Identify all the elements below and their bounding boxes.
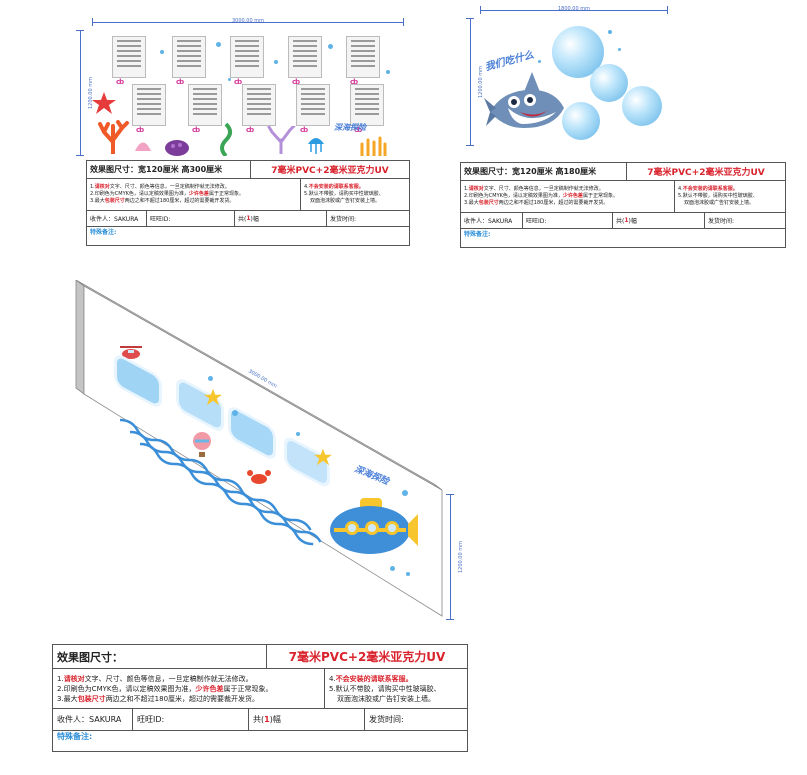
bubble-dot [296,432,300,436]
panel1-artwork: cb cb cb cb cb cb cb cb cb cb 深海探险 [88,30,406,156]
seaweed-icon [220,122,232,156]
receiver-field: 收件人：SAKURA [87,211,147,226]
size-label: 效果图尺寸： [53,645,267,668]
poster-3: cb [230,36,264,86]
panel1-width-dimension: 3000.00 mm [92,18,404,26]
poster-8: cb [242,84,276,134]
panel2-artwork: 我们吃什么 [478,18,668,150]
receiver-field: 收件人：SAKURA [53,709,133,730]
material-label: 7毫米PVC+2毫米亚克力UV [647,168,765,178]
panel3-height-dimension: 1200.00 mm [446,494,465,620]
helicopter-icon [120,346,142,359]
info-table-2: 效果图尺寸：宽120厘米 高180厘米 7毫米PVC+2毫米亚克力UV 1.请核… [460,162,786,248]
poster-7: cb [188,84,222,134]
panel2-width-dimension: 1800.00 mm [480,6,668,14]
info-table-3: 效果图尺寸： 7毫米PVC+2毫米亚克力UV 1.请核对文字、尺寸、颜色等信息，… [52,644,468,752]
poster-1: cb [112,36,146,86]
wangwang-id-field: 旺旺ID: [147,211,235,226]
poster-5: cb [346,36,380,86]
bubble-dot [232,410,238,416]
receiver-field: 收件人：SAKURA [461,213,523,228]
large-bubble [562,102,600,140]
ship-time-field: 发货时间: [708,218,735,225]
notes-left: 1.请核对文字、尺寸、颜色等信息，一旦定稿制作就无法修改。 2.印刷色为CMYK… [461,181,675,212]
notes-left: 1.请核对文字、尺寸、颜色等信息，一旦定稿制作就无法修改。 2.印刷色为CMYK… [53,669,325,708]
poster-2: cb [172,36,206,86]
shark-icon [484,72,564,128]
size-label: 效果图尺寸：宽120厘米 高180厘米 [461,163,627,180]
star-icon [204,388,222,406]
info-table-1: 效果图尺寸：宽120厘米 高300厘米 7毫米PVC+2毫米亚克力UV 1.请核… [86,160,410,246]
wangwang-id-field: 旺旺ID: [133,709,249,730]
material-label: 7毫米PVC+2毫米亚克力UV [288,650,446,664]
anemone-icon [360,136,387,156]
poster-6: cb [132,84,166,134]
star-icon [314,448,332,466]
hot-air-balloon-icon [193,432,211,457]
bubble-dot [402,490,408,496]
bubble-dot [274,60,278,64]
panel1-height-dimension: 1200.00 mm [76,30,95,156]
bubble-dot [608,30,612,34]
count-field: 共(1)幅 [235,211,327,226]
submarine-icon [330,498,418,554]
count-field: 共(1)幅 [249,709,365,730]
bubble-dot [618,48,621,51]
panel1-sign-text: 深海探险 [334,123,366,132]
notes-right: 4.不会安装的请联系客服。 5.默认不带胶，请购买中性玻璃胶、 双面泡沫胶或广告… [304,184,384,204]
large-bubble [590,64,628,102]
notes-right: 4.不会安装的请联系客服。 5.默认不带胶，请购买中性玻璃胶、 双面泡沫胶或广告… [678,186,758,206]
notes-left: 1.请核对文字、尺寸、颜色等信息，一旦定稿制作就无法修改。 2.印刷色为CMYK… [87,179,301,210]
poster-4: cb [288,36,322,86]
count-field: 共(1)幅 [613,213,705,228]
special-notes-field: 特殊备注: [464,231,491,238]
panel1-width-label: 3000.00 mm [230,18,266,24]
bubble-dot [216,42,221,47]
bubble-dot [406,572,410,576]
bubble-dot [390,566,395,571]
special-notes-field: 特殊备注: [57,732,93,741]
coral-icon [98,120,129,154]
crab-icon [247,470,271,484]
purple-coral-icon [267,126,296,154]
panel3-sign-text: 深海探险 [352,464,391,488]
material-label: 7毫米PVC+2毫米亚克力UV [271,166,389,176]
panel3-height-label: 1200.00 mm [458,539,465,575]
jellyfish-icon [308,138,324,154]
wangwang-id-field: 旺旺ID: [523,213,613,228]
bubble-dot [538,60,541,63]
poster-9: cb [296,84,330,134]
rock-coral-icon [165,140,189,156]
bubble-dot [160,50,164,54]
large-bubble [622,86,662,126]
bubble-dot [328,44,333,49]
bubble-dot [208,376,213,381]
ship-time-field: 发货时间: [330,216,357,223]
size-label: 效果图尺寸：宽120厘米 高300厘米 [87,161,251,178]
shell-icon [135,142,151,151]
bubble-dot [228,78,231,81]
notes-right: 4.不会安装的请联系客服。 5.默认不带胶，请购买中性玻璃胶、 双面泡沫胶或广告… [329,674,441,703]
poster-10: cb [350,84,384,134]
bubble-dot [386,70,390,74]
starfish-icon [92,92,116,114]
ship-time-field: 发货时间: [369,715,404,724]
panel3-artwork: 深海探险 [90,340,430,600]
panel2-height-dimension: 1200.00 mm [466,18,485,146]
notice-frame-1 [114,351,162,411]
panel2-width-label: 1800.00 mm [556,6,592,12]
special-notes-field: 特殊备注: [90,229,117,236]
